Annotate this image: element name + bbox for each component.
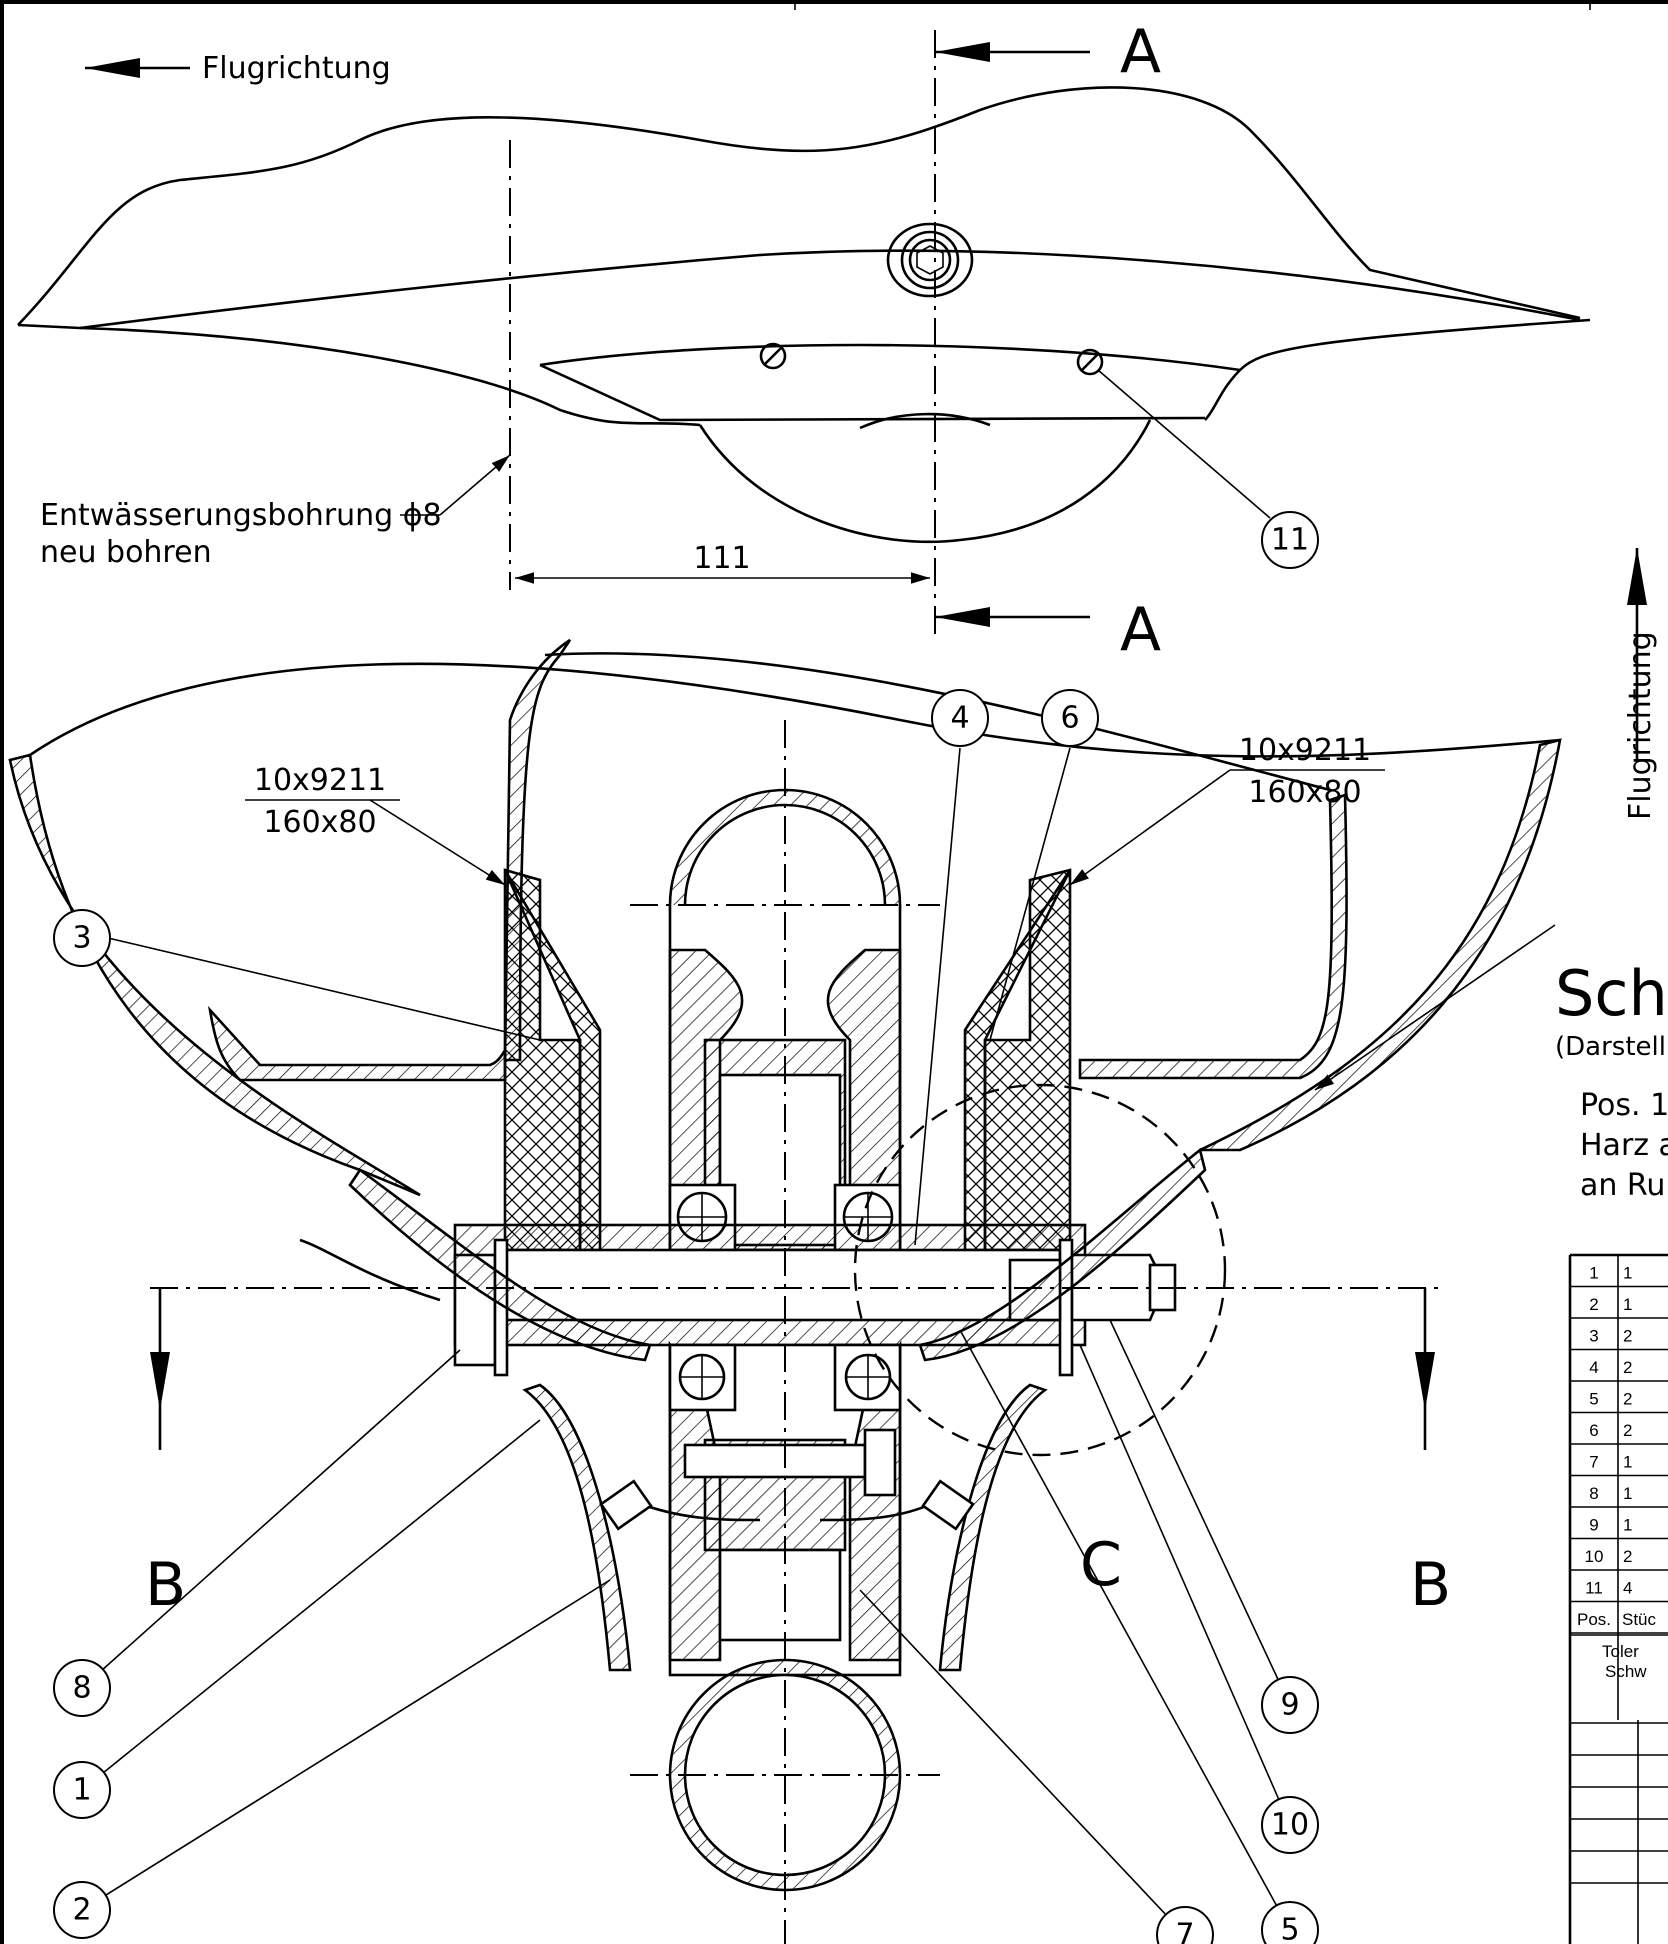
drain-hole-note: Entwässerungsbohrung ϕ8 neu bohren [40, 454, 511, 570]
table-row-pos: 7 [1589, 1453, 1598, 1472]
balloon-6: 6 [1041, 689, 1099, 747]
table-row-pos: 5 [1589, 1390, 1598, 1409]
table-row-qty: 1 [1623, 1484, 1632, 1503]
lower-wheel [668, 1340, 902, 1892]
table-row-pos: 2 [1589, 1295, 1598, 1314]
bearing-lower-right [833, 1343, 902, 1412]
material-right-top: 10x9211 [1239, 733, 1371, 768]
table-row-qty: 2 [1623, 1358, 1632, 1377]
table-row-qty: 1 [1623, 1516, 1632, 1535]
material-left-top: 10x9211 [254, 763, 386, 798]
section-a-marker-top: A [935, 17, 1161, 87]
balloon-label: 9 [1280, 1688, 1299, 1723]
table-tolerance-line2: Schw [1605, 1662, 1647, 1681]
section-a-label-bottom: A [1120, 595, 1161, 665]
axle-nut-top [886, 222, 974, 298]
balloon-11: 11 [1261, 511, 1319, 569]
section-b-marker-left: B [145, 1288, 186, 1620]
detail-c-label: C [1080, 1530, 1122, 1600]
balloon-label: 4 [950, 701, 969, 736]
balloon-label: 10 [1271, 1808, 1309, 1843]
screw-right [1076, 348, 1104, 376]
balloon-3: 3 [53, 909, 111, 967]
balloon-1: 1 [53, 1761, 111, 1819]
table-row-pos: 11 [1585, 1579, 1603, 1598]
table-row-pos: 9 [1589, 1516, 1598, 1535]
table-row-pos: 3 [1589, 1327, 1598, 1346]
table-row-qty: 1 [1623, 1453, 1632, 1472]
table-row-qty: 2 [1623, 1327, 1632, 1346]
table-row-pos: 1 [1589, 1264, 1598, 1283]
section-subtitle: (Darstell [1555, 1032, 1666, 1062]
table-row-pos: 4 [1589, 1358, 1598, 1377]
balloon-label: 7 [1175, 1918, 1194, 1944]
section-a-marker-bottom: A [935, 595, 1161, 665]
balloon-label: 2 [72, 1893, 91, 1928]
drain-hole-line2: neu bohren [40, 535, 212, 570]
balloon-4: 4 [931, 689, 989, 747]
flight-direction-arrow-top: Flugrichtung [85, 51, 391, 86]
balloon-2: 2 [53, 1881, 111, 1939]
balloon-label: 11 [1271, 523, 1309, 558]
note-line-1: Pos. 1 n [1580, 1088, 1668, 1123]
table-row-pos: 6 [1589, 1421, 1598, 1440]
table-row-qty: 2 [1623, 1421, 1632, 1440]
table-row-qty: 4 [1623, 1579, 1632, 1598]
section-title: Schn [1555, 957, 1668, 1030]
table-row-qty: 2 [1623, 1390, 1632, 1409]
material-right-bottom: 160x80 [1248, 775, 1361, 810]
balloon-8: 8 [53, 1659, 111, 1717]
table-header-pos: Pos. [1577, 1610, 1611, 1629]
top-view: Flugrichtung [17, 17, 1591, 665]
section-b-label-right: B [1410, 1550, 1451, 1620]
balloon-7: 7 [1156, 1906, 1214, 1944]
table-tolerance-line1: Toler [1602, 1642, 1639, 1661]
table-header-qty: Stüc [1622, 1610, 1657, 1629]
leader-lines [81, 747, 1291, 1936]
balloon-label: 3 [72, 921, 91, 956]
screw-left [759, 342, 787, 370]
section-b-label-left: B [145, 1550, 186, 1620]
flight-direction-label-side: Flugrichtung [1623, 631, 1658, 820]
table-row-pos: 10 [1585, 1547, 1604, 1566]
material-callout-left: 10x9211 160x80 [245, 763, 506, 886]
fairing-outline [17, 86, 1581, 326]
table-row-qty: 2 [1623, 1547, 1632, 1566]
table-row-pos: 8 [1589, 1484, 1598, 1503]
section-view: B B C 10x9211 160x80 10x9211 160x80 [8, 638, 1562, 1944]
table-row-qty: 1 [1623, 1295, 1632, 1314]
balloon-label: 8 [72, 1671, 91, 1706]
note-block: Pos. 1 n Harz a an Rum [1580, 1088, 1668, 1203]
material-left-bottom: 160x80 [263, 805, 376, 840]
section-title-block: Schn (Darstell [1555, 957, 1668, 1062]
flight-direction-arrow-side: Flugrichtung [1623, 548, 1658, 820]
dimension-111: 111 [515, 541, 930, 584]
detail-c: C [853, 1083, 1227, 1600]
flight-direction-label-top: Flugrichtung [202, 51, 391, 86]
drain-hole-line1: Entwässerungsbohrung ϕ8 [40, 498, 442, 533]
material-callout-right: 10x9211 160x80 [1069, 733, 1385, 886]
balloon-label: 6 [1060, 701, 1079, 736]
balloon-5: 5 [1261, 1901, 1319, 1944]
balloon-label: 5 [1280, 1913, 1299, 1944]
dimension-111-text: 111 [693, 541, 750, 576]
balloon-9: 9 [1261, 1676, 1319, 1734]
balloon-label: 1 [72, 1773, 91, 1808]
section-a-label-top: A [1120, 17, 1161, 87]
table-row-qty: 1 [1623, 1264, 1632, 1283]
part-balloons: 1 2 3 4 5 6 7 8 9 10 11 [53, 511, 1319, 1944]
note-line-2: Harz a [1580, 1128, 1668, 1163]
section-b-marker-right: B [1410, 1288, 1451, 1620]
balloon-10: 10 [1261, 1796, 1319, 1854]
note-line-3: an Rum [1580, 1168, 1668, 1203]
bearing-lower-left [668, 1343, 737, 1412]
